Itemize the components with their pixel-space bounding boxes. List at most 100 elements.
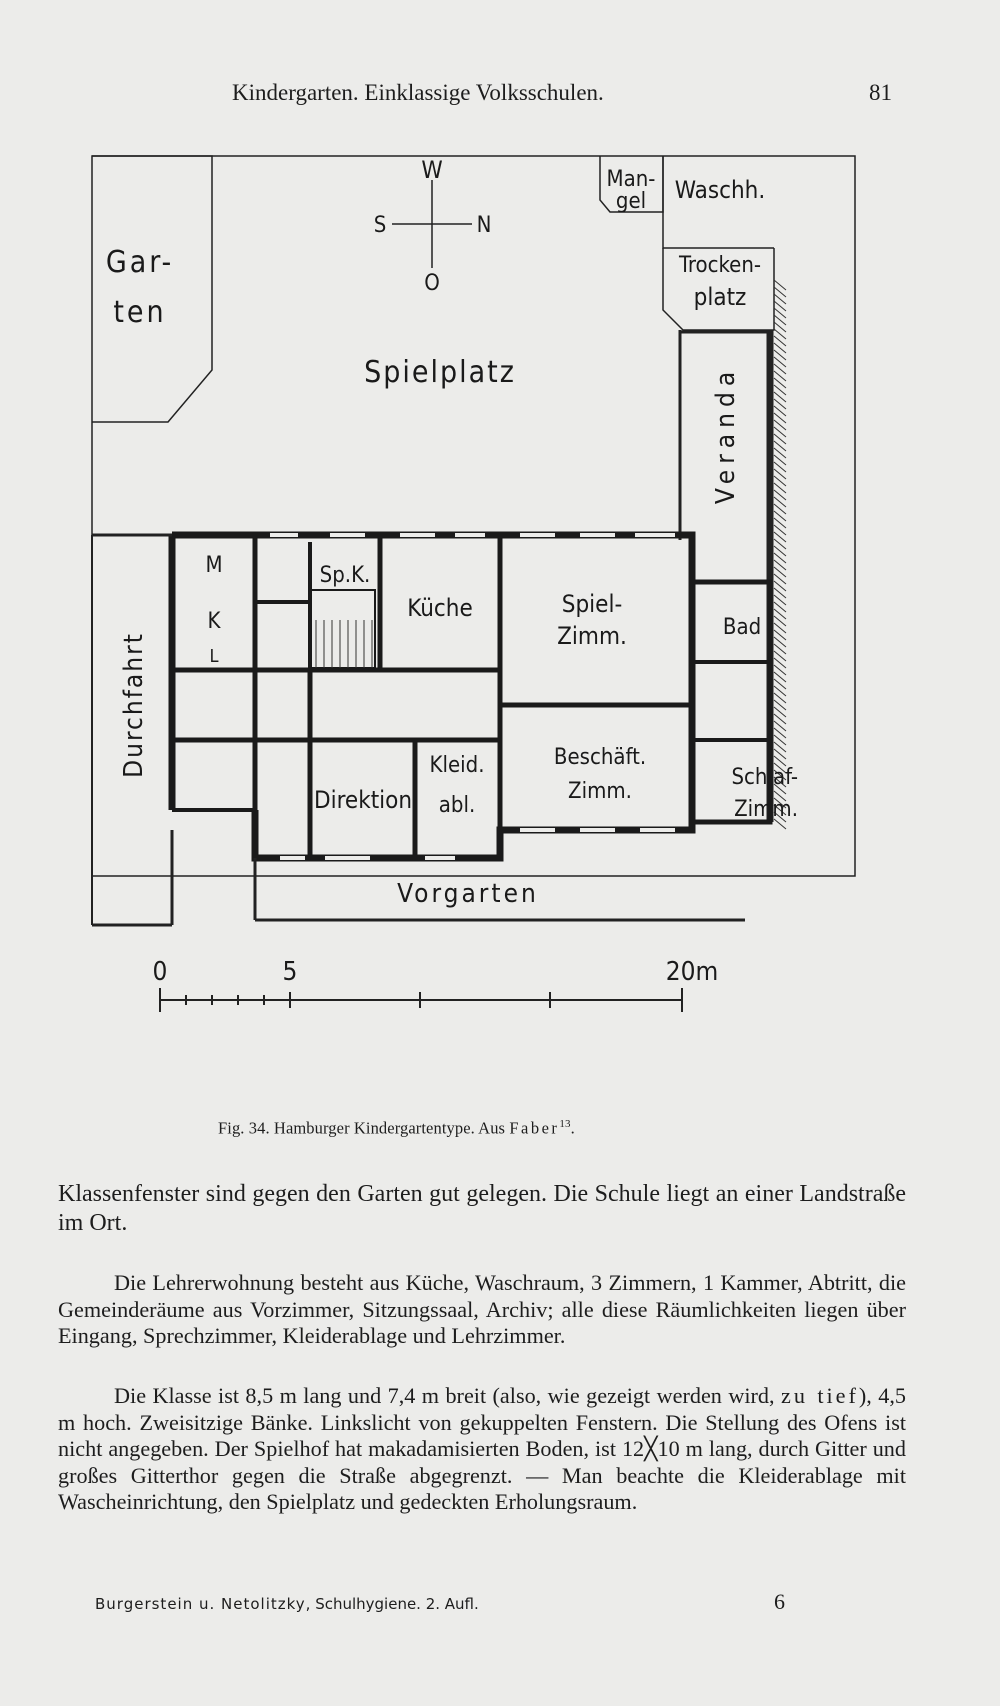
hatch-line (773, 482, 787, 494)
hatch-line (773, 692, 787, 704)
hatch-line (773, 734, 787, 746)
hatch-line (773, 657, 787, 669)
hatch-line (773, 461, 787, 473)
hatch-line (773, 622, 787, 634)
hatch-line (773, 601, 787, 613)
paragraph-3-emphasis: zu tief (780, 1383, 859, 1408)
label-schlaf-2: Zimm. (734, 797, 798, 822)
label-garten-2: ten (113, 295, 166, 330)
hatch-line (773, 524, 787, 536)
hatch-line (773, 328, 787, 340)
compass-o: O (424, 271, 440, 296)
compass-s: S (374, 213, 387, 238)
figure-caption-end: . (570, 1118, 575, 1138)
hatch-line (773, 370, 787, 382)
hatch-line (773, 755, 787, 767)
hatch-line (773, 307, 787, 319)
hatch-line (773, 685, 787, 697)
label-spiel-1: Spiel- (562, 590, 623, 618)
hatch-line (773, 433, 787, 445)
hatch-line (773, 706, 787, 718)
hatch-line (773, 545, 787, 557)
scale-five: 5 (283, 957, 298, 987)
hatch-line (773, 783, 787, 795)
figure-author: Faber (509, 1118, 560, 1138)
floor-plan-drawing: W S N O Gar- ten Man- gel Waschh. Trocke… (91, 155, 856, 1012)
hatch-line (773, 538, 787, 550)
hatch-line (773, 811, 787, 823)
label-vorgarten: Vorgarten (397, 879, 539, 909)
paragraph-3: Die Klasse ist 8,5 m lang und 7,4 m brei… (58, 1383, 906, 1516)
hatch-line (773, 699, 787, 711)
label-beschaeft-2: Zimm. (568, 779, 632, 804)
hatch-line (773, 496, 787, 508)
page-number: 81 (869, 80, 892, 105)
hatch-line (773, 503, 787, 515)
hatch-line (773, 475, 787, 487)
hatch-line (773, 587, 787, 599)
label-beschaeft-1: Beschäft. (554, 745, 646, 770)
hatch-line (773, 678, 787, 690)
label-trocken-1: Trocken- (678, 253, 761, 278)
label-spiel-2: Zimm. (557, 622, 627, 650)
label-schlaf-1: Schlaf- (731, 765, 798, 790)
running-title: Kindergarten. Einklassige Volksschulen. (232, 80, 604, 105)
hatch-line (773, 727, 787, 739)
hatch-line (773, 629, 787, 641)
hatch-line (773, 804, 787, 816)
footer-authors: Burgerstein u. Netolitzky, (95, 1595, 312, 1613)
hatch-line (773, 818, 787, 830)
hatch-line (773, 573, 787, 585)
hatch-line (773, 300, 787, 312)
hatch-line (773, 580, 787, 592)
scale-bar (159, 988, 683, 1012)
hatch-line (773, 741, 787, 753)
hatch-line (773, 671, 787, 683)
hatch-line (773, 377, 787, 389)
hatch-line (773, 398, 787, 410)
hatch-line (773, 440, 787, 452)
hatch-line (773, 664, 787, 676)
figure-caption: Fig. 34. Hamburger Kindergartentype. Aus… (218, 1118, 575, 1139)
paragraph-3-start: Die Klasse ist 8,5 m lang und 7,4 m brei… (114, 1383, 775, 1408)
hatch-line (773, 363, 787, 375)
hatch-line (773, 517, 787, 529)
hatch-line (773, 286, 787, 298)
label-trocken-2: platz (694, 283, 747, 311)
hatch-line (773, 454, 787, 466)
label-kleid-1: Kleid. (429, 753, 484, 778)
hatch-line (773, 797, 787, 809)
label-m: M (205, 553, 222, 578)
hatch-line (773, 510, 787, 522)
label-waschh: Waschh. (675, 176, 765, 204)
figure-caption-text: Hamburger Kindergartentype. Aus (273, 1118, 506, 1138)
hatch-line (773, 384, 787, 396)
hatch-line (773, 566, 787, 578)
paragraph-2: Die Lehrerwohnung besteht aus Küche, Was… (58, 1270, 906, 1348)
hatch-line (773, 314, 787, 326)
hatch-line (773, 636, 787, 648)
hatch-line (773, 293, 787, 305)
hatch-line (773, 447, 787, 459)
hatch-line (773, 776, 787, 788)
paragraph-1: Klassenfenster sind gegen den Garten gut… (58, 1181, 906, 1236)
hatch-line (773, 489, 787, 501)
hatch-line (773, 769, 787, 781)
label-mangel-1: Man- (607, 167, 656, 192)
scale-twenty: 20m (666, 957, 719, 987)
hatch-line (773, 559, 787, 571)
figure-number: Fig. 34. (218, 1118, 270, 1138)
hatch-line (773, 594, 787, 606)
hatch-line (773, 412, 787, 424)
hatch-line (773, 405, 787, 417)
hatch-line (773, 468, 787, 480)
site-outline (91, 155, 856, 877)
label-garten-1: Gar- (106, 245, 174, 280)
label-spielplatz: Spielplatz (364, 355, 516, 390)
hatch-line (773, 552, 787, 564)
paragraph-3-end: ), 4,5 m hoch. Zweisitzige Bänke. Linksl… (58, 1383, 907, 1514)
label-mangel-2: gel (616, 189, 646, 214)
hatch-line (773, 342, 787, 354)
hatch-line (773, 356, 787, 368)
figure-reference: 13 (559, 1118, 571, 1130)
